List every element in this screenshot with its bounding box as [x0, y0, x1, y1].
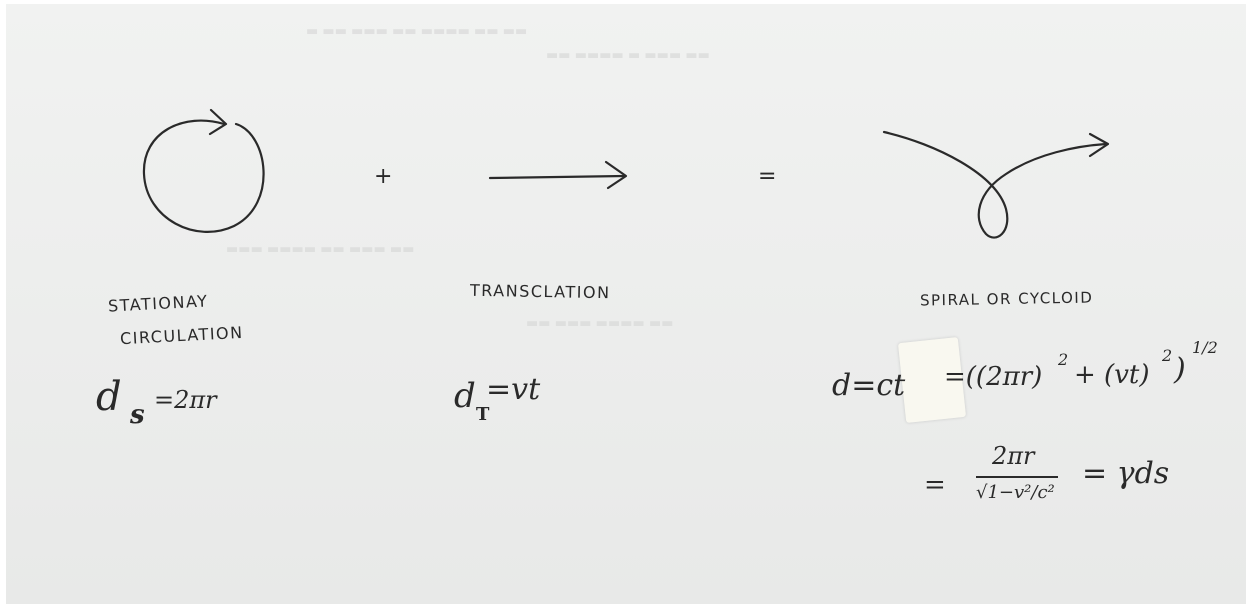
gamma-numerator: 2πr [992, 442, 1035, 470]
paper-sheet: ▬ ▬▬ ▬▬▬ ▬▬ ▬▬▬▬ ▬▬ ▬▬ ▬▬ ▬▬▬▬ ▬ ▬▬▬ ▬▬ … [6, 4, 1246, 604]
dct-plus-vt: + (vt) [1074, 360, 1150, 390]
gamma-denominator: √1−v²/c² [976, 482, 1055, 503]
dct-lhs: d=ct [832, 368, 906, 403]
plus-sign: + [374, 164, 393, 189]
dct-rhs-open: =((2πr) [944, 362, 1043, 392]
equals-sign: = [758, 164, 777, 189]
label-spiral-cycloid: SPIRAL OR CYCLOID [919, 288, 1094, 310]
dct-close: ) [1174, 352, 1186, 387]
dct-square-2: 2 [1162, 346, 1173, 365]
circle-drawing [142, 119, 265, 233]
dct-square-1: 2 [1058, 350, 1069, 369]
label-translation: TRANSCLATION [469, 280, 611, 303]
ds-subscript: s [130, 400, 145, 430]
ds-equation-rhs: =2πr [154, 386, 217, 414]
circle-arrow-head [208, 108, 228, 136]
gamma-equals: = [924, 470, 946, 500]
dct-half-power: 1/2 [1192, 338, 1218, 357]
sketch-drawings [142, 108, 1110, 239]
ds-symbol: d [96, 374, 122, 420]
dt-subscript: T [476, 404, 490, 425]
bleed-through-text: ▬▬ ▬▬▬▬ ▬ ▬▬▬ ▬▬ [546, 48, 710, 63]
translation-arrow [488, 174, 626, 180]
translation-arrow-head [604, 160, 628, 190]
cycloid-arrow-head [1088, 132, 1110, 158]
fraction-bar [976, 476, 1058, 478]
cycloid-curve [882, 130, 1108, 239]
dt-symbol: d [454, 376, 476, 416]
bleed-through-text: ▬▬▬ ▬▬▬▬ ▬▬ ▬▬▬ ▬▬ [226, 242, 415, 257]
bleed-through-text: ▬▬ ▬▬▬ ▬▬▬▬ ▬▬ [526, 316, 674, 331]
bleed-through-text: ▬ ▬▬ ▬▬▬ ▬▬ ▬▬▬▬ ▬▬ ▬▬ [306, 24, 528, 39]
gamma-result: = γds [1082, 456, 1170, 491]
dt-equation-rhs: =vt [486, 372, 541, 407]
